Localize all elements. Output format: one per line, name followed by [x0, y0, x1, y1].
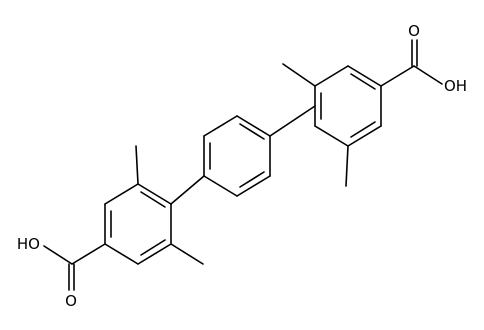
bottom-hydroxyl-label: HO	[17, 235, 40, 253]
top-hydroxyl-label: OH	[444, 77, 467, 95]
top-carbonyl-oxygen-label: O	[408, 22, 420, 40]
central-phenylene-ring	[203, 115, 271, 197]
bottom-carboxylic-acid: O HO	[17, 235, 106, 310]
bottom-carbonyl-oxygen-label: O	[65, 292, 77, 310]
top-carboxylic-acid: O OH	[380, 22, 467, 95]
top-methyl-groups	[282, 63, 349, 187]
bottom-methyl-groups	[135, 145, 204, 265]
top-aryl-ring	[314, 65, 382, 147]
bottom-aryl-ring	[104, 183, 172, 265]
biaryl-bond-bottom	[170, 175, 205, 205]
biaryl-bond-top	[269, 105, 316, 137]
